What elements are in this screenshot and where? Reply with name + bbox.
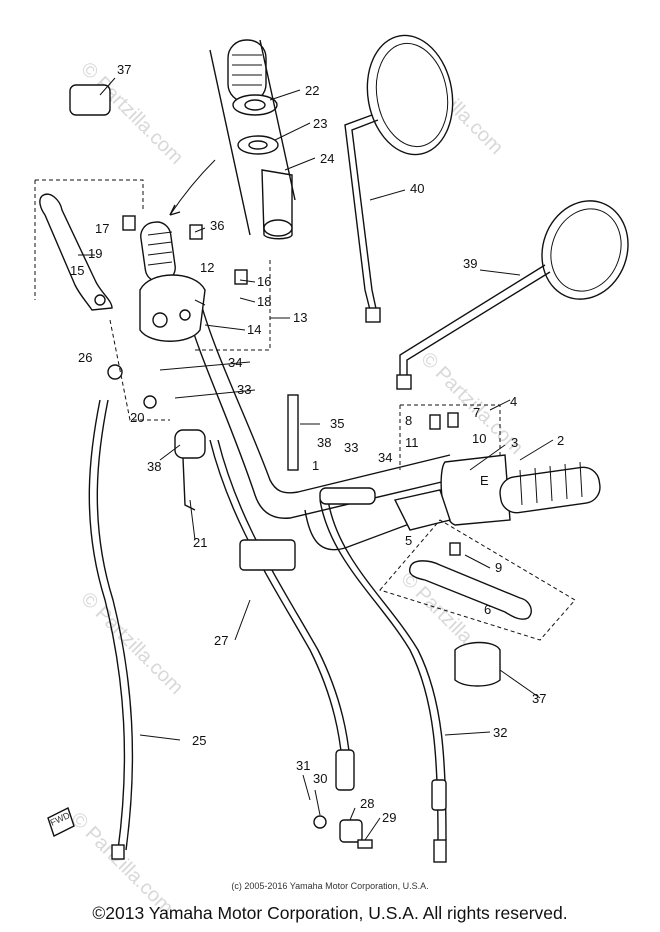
callout-22: 22 <box>305 83 319 98</box>
callout-33: 33 <box>237 382 251 397</box>
callout-32: 32 <box>493 725 507 740</box>
callout-8: 8 <box>405 413 412 428</box>
callout-25: 25 <box>192 733 206 748</box>
callout-9: 9 <box>495 560 502 575</box>
callout-38b: 38 <box>317 435 331 450</box>
callout-2: 2 <box>557 433 564 448</box>
callout-24: 24 <box>320 151 334 166</box>
callout-20: 20 <box>130 410 144 425</box>
copyright-notice: ©2013 Yamaha Motor Corporation, U.S.A. A… <box>92 903 568 923</box>
callout-10: 10 <box>472 431 486 446</box>
left-grip-assembly <box>139 221 206 342</box>
callout-19: 19 <box>88 246 102 261</box>
callout-34b: 34 <box>378 450 392 465</box>
callout-7: 7 <box>473 405 480 420</box>
right-grip-top <box>169 39 296 240</box>
callout-labels: 2 1 3 4 5 6 7 8 9 10 11 12 13 14 15 16 1… <box>70 62 564 825</box>
callout-3: 3 <box>511 435 518 450</box>
callout-15: 15 <box>70 263 84 278</box>
small-parts <box>69 84 501 849</box>
callout-40: 40 <box>410 181 424 196</box>
callout-14: 14 <box>247 322 261 337</box>
callout-13: 13 <box>293 310 307 325</box>
callout-12: 12 <box>200 260 214 275</box>
callout-1: 1 <box>312 458 319 473</box>
callout-26: 26 <box>78 350 92 365</box>
callout-37: 37 <box>117 62 131 77</box>
callout-21: 21 <box>193 535 207 550</box>
callout-31: 31 <box>296 758 310 773</box>
leader-lines <box>78 77 554 841</box>
callout-27: 27 <box>214 633 228 648</box>
right-grip-assembly: E <box>393 454 601 531</box>
callout-6: 6 <box>484 602 491 617</box>
callout-37b: 37 <box>532 691 546 706</box>
callout-16: 16 <box>257 274 271 289</box>
callout-29: 29 <box>382 810 396 825</box>
callout-11: 11 <box>405 435 419 450</box>
callout-39: 39 <box>463 256 477 271</box>
callout-5: 5 <box>405 533 412 548</box>
cables <box>88 399 447 863</box>
callout-36: 36 <box>210 218 224 233</box>
watermark-text: © Partzilla.com <box>76 588 187 699</box>
fwd-tag: FWD <box>47 807 75 837</box>
mirror-left <box>344 34 454 323</box>
switch-letter: E <box>480 473 489 488</box>
callout-35: 35 <box>330 416 344 431</box>
small-copyright: (c) 2005-2016 Yamaha Motor Corporation, … <box>231 881 428 891</box>
callout-33b: 33 <box>344 440 358 455</box>
callout-34: 34 <box>228 355 242 370</box>
callout-18: 18 <box>257 294 271 309</box>
callout-17: 17 <box>95 221 109 236</box>
callout-38: 38 <box>147 459 161 474</box>
mirror-right <box>396 200 629 390</box>
left-lever <box>34 179 144 311</box>
callout-4: 4 <box>510 394 517 409</box>
callout-28: 28 <box>360 796 374 811</box>
callout-30: 30 <box>313 771 327 786</box>
callout-23: 23 <box>313 116 327 131</box>
